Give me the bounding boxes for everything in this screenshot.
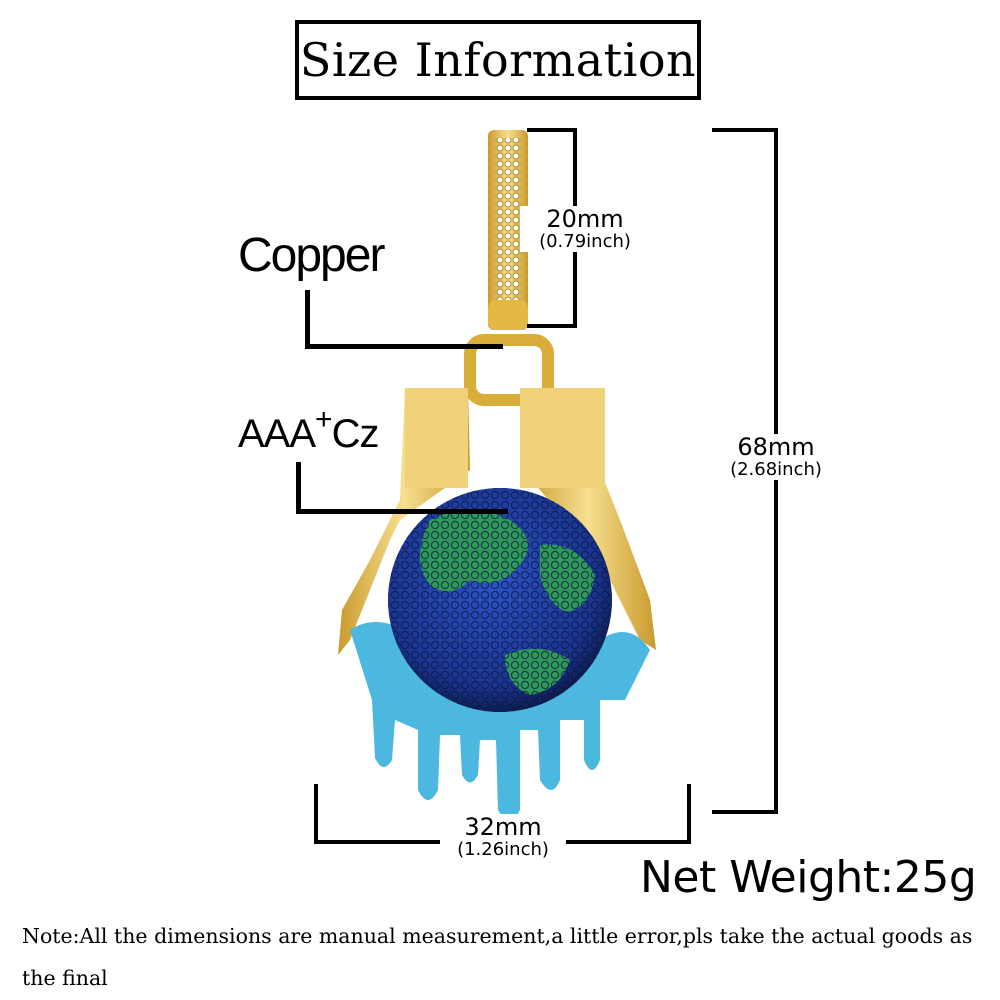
height-bracket-top bbox=[712, 128, 778, 132]
bail-dimension-imperial: (0.79inch) bbox=[539, 231, 631, 252]
stone-label: AAA+Cz bbox=[238, 403, 380, 457]
height-dimension-metric: 68mm bbox=[737, 433, 815, 461]
width-bracket-right bbox=[687, 784, 691, 844]
stone-label-suffix: Cz bbox=[331, 412, 380, 456]
bail-bracket-top bbox=[527, 128, 577, 132]
bail-dimension-metric: 20mm bbox=[546, 205, 624, 233]
stone-leader-vertical bbox=[296, 462, 301, 514]
measurement-note: Note:All the dimensions are manual measu… bbox=[22, 924, 973, 990]
height-dimension-imperial: (2.68inch) bbox=[730, 459, 822, 480]
material-leader-horizontal bbox=[305, 344, 503, 349]
stone-label-plus: + bbox=[315, 403, 333, 436]
width-dimension-metric: 32mm bbox=[464, 813, 542, 841]
material-leader-vertical bbox=[305, 290, 310, 348]
material-label: Copper bbox=[238, 229, 385, 282]
stone-leader-horizontal bbox=[296, 509, 508, 514]
hands-graphic bbox=[338, 388, 656, 655]
width-dimension-imperial: (1.26inch) bbox=[457, 839, 549, 860]
bail-graphic bbox=[464, 130, 554, 406]
bail-bracket-bottom bbox=[527, 324, 577, 328]
title-box: Size Information bbox=[295, 20, 701, 100]
globe-graphic bbox=[388, 488, 612, 712]
stone-label-main: AAA bbox=[238, 412, 316, 456]
bail-dimension: 20mm (0.79inch) bbox=[520, 206, 650, 252]
height-dimension: 68mm (2.68inch) bbox=[712, 434, 840, 480]
net-weight: Net Weight:25g bbox=[640, 852, 977, 903]
page-title: Size Information bbox=[299, 33, 697, 87]
height-bracket-bottom bbox=[712, 810, 778, 814]
width-dimension: 32mm (1.26inch) bbox=[440, 814, 566, 860]
width-bracket-left bbox=[314, 784, 318, 844]
